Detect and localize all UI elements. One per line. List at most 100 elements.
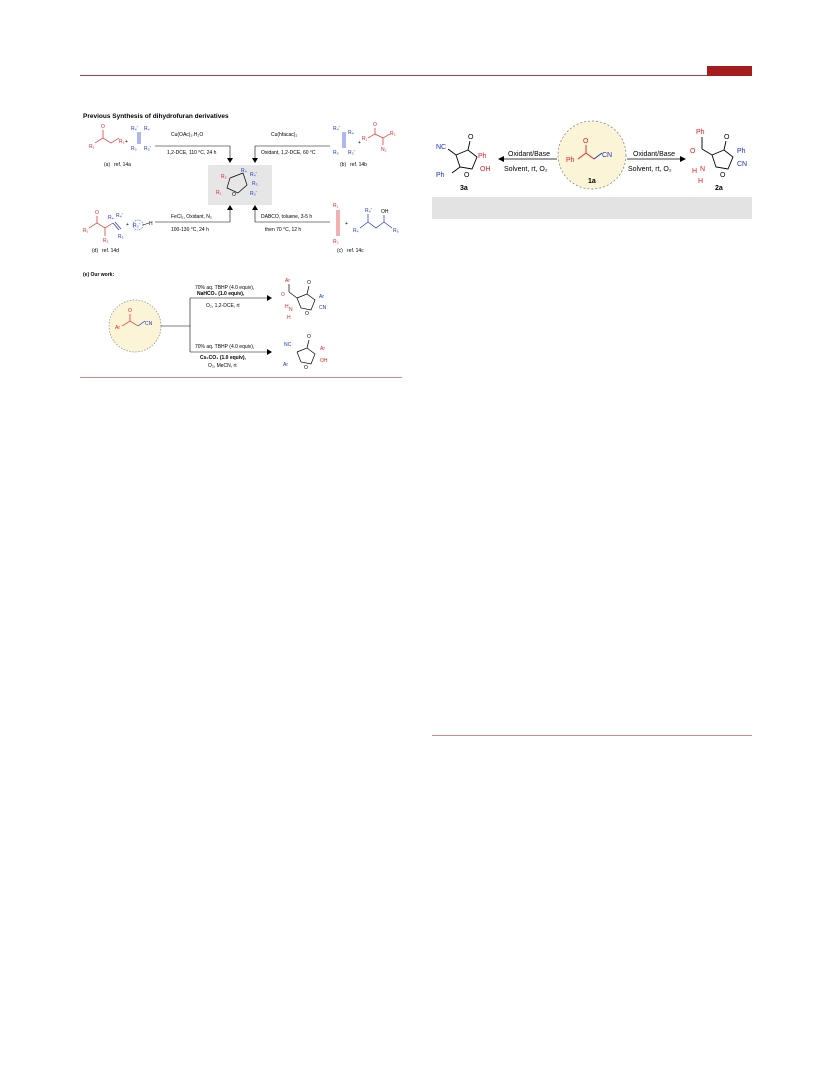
right-cond2: Solvent, rt, O₂: [628, 166, 672, 173]
c-OH: OH: [381, 209, 389, 215]
scheme1-heading: Previous Synthesis of dihydrofuran deriv…: [83, 113, 229, 120]
2a-H1: H: [692, 168, 697, 175]
e-bot-cond3: O₂, MeCN, rt: [208, 363, 237, 369]
c-R4: R₄: [353, 228, 359, 234]
reactant-d-ketone: [88, 216, 114, 236]
d-R5: R₅: [118, 234, 124, 240]
e3-OH: OH: [320, 358, 328, 364]
central-R3: R₃: [252, 181, 258, 187]
b-R3: R₃: [333, 150, 339, 156]
b-ref: ref. 14b: [350, 162, 367, 168]
central-R3p: R₃': [250, 191, 257, 197]
reactant-a-ketone: [94, 130, 120, 144]
1a-CN: CN: [602, 152, 612, 159]
scheme1-bottom-rule: [80, 377, 402, 378]
d-H: H: [149, 221, 153, 227]
a-R3p: R₃': [144, 146, 151, 152]
b-R4: R₄: [348, 130, 354, 136]
1a-label: 1a: [588, 178, 596, 185]
2a-CN: CN: [737, 161, 747, 168]
table-bottom-rule: [432, 735, 752, 736]
a-R4: R₄: [144, 126, 150, 132]
reactant-c-alkyne: [336, 210, 340, 236]
reactant-c-allylic-alcohol: [359, 214, 393, 229]
central-R4: R₄: [241, 168, 247, 174]
e2-O-ketone: O: [281, 292, 285, 298]
c-R5: R₅: [393, 228, 399, 234]
d-R4p: R₄': [116, 213, 123, 219]
a-label: (a): [104, 162, 110, 168]
right-cond1: Oxidant/Base: [633, 151, 675, 158]
3a-O-ring: O: [464, 172, 470, 179]
b-R4p: R₄': [333, 126, 340, 132]
e-heading: (e) Our work:: [83, 272, 114, 278]
e2-Ar-right: Ar: [319, 294, 324, 300]
d-plus: +: [126, 222, 129, 228]
central-R4p: R₄': [250, 172, 257, 178]
c-R4p: R₄': [365, 208, 372, 214]
e-substrate: [121, 314, 139, 327]
a-R2: R₂: [119, 139, 125, 145]
a-R4p: R₄': [131, 126, 138, 132]
central-R2: R₂: [221, 174, 227, 180]
header-accent-tab: [707, 66, 752, 76]
3a-O-top: O: [468, 134, 474, 141]
e-CN: CN: [145, 321, 153, 327]
e-bot-cond1: 70% aq. TBHP (4.0 equiv),: [195, 344, 254, 350]
d-R1: R₁: [83, 228, 89, 234]
a-plus: +: [125, 139, 128, 145]
3a-OH: OH: [480, 166, 491, 173]
b-plus: +: [358, 140, 361, 146]
scheme2-figure: O Ph CN 1a Oxidant/Base Solvent, rt, O₂ …: [436, 120, 747, 192]
e3-O-ring: O: [304, 365, 308, 371]
c-label: (c): [337, 248, 343, 254]
c-R2: R₂: [333, 239, 339, 245]
a-ref: ref. 14a: [114, 162, 131, 168]
3a-label: 3a: [460, 185, 468, 192]
reactant-b-alkene: [342, 132, 346, 148]
header-rule: [80, 75, 752, 76]
central-O: O: [232, 192, 236, 198]
d-O: O: [95, 210, 99, 216]
b-cond2: Oxidant, 1,2-DCE, 60 °C: [261, 150, 316, 156]
e2-H2: H: [287, 315, 291, 321]
2a-O-ring: O: [720, 172, 726, 179]
e2-CN: CN: [319, 305, 327, 311]
a-cond2: 1,2-DCE, 110 °C, 24 h: [167, 150, 217, 156]
substrate-1a: [577, 145, 595, 160]
reactant-a-alkene: [137, 132, 141, 144]
a-R3: R₃: [131, 146, 137, 152]
e2-O-ring: O: [305, 311, 309, 317]
c-cond1: DABCO, toluene, 3-5 h: [261, 214, 312, 220]
1a-Ph: Ph: [566, 157, 575, 164]
b-R2: R₂: [390, 131, 396, 137]
d-R4: R₄: [108, 215, 114, 221]
table-header-band: [432, 197, 752, 219]
e3-NC: NC: [284, 342, 292, 348]
e2-Ar-top: Ar: [285, 278, 290, 284]
a-R1: R₁: [89, 144, 95, 150]
e2-H1: H: [285, 304, 289, 310]
2a-O-ketone: O: [690, 148, 696, 155]
e-top-cond2: NaHCO₃ (1.0 equiv),: [197, 291, 245, 297]
c-ref: ref. 14c: [347, 248, 364, 254]
d-R3p: R₃': [133, 223, 140, 229]
b-N2: N₂: [381, 147, 387, 153]
3a-Ph-left: Ph: [436, 172, 445, 179]
product-3a: [447, 140, 478, 174]
b-cond1: Cu(hfacac)₂: [271, 132, 297, 138]
d-cond2: 100-130 °C, 24 h: [171, 227, 209, 233]
b-O: O: [373, 122, 377, 128]
b-R3p: R₃': [348, 150, 355, 156]
reactant-b-diazo: [367, 128, 391, 145]
product-2a: [701, 137, 734, 170]
a-cond1: Cu(OAc)₂.H₂O: [171, 132, 203, 138]
e-product-2: [288, 284, 316, 311]
c-R1: R₁: [333, 203, 339, 209]
scheme1-figure: R₂ R₁ O R₄ R₄' R₃ R₃' O R₁ R₂ + R₄' R₄ R…: [83, 122, 399, 371]
e3-Ar-right: Ar: [320, 346, 325, 352]
2a-O-top: O: [724, 134, 730, 141]
product-box: [208, 165, 272, 205]
substrate-1a-circle: [557, 120, 627, 190]
b-R1: R₁: [362, 136, 368, 142]
